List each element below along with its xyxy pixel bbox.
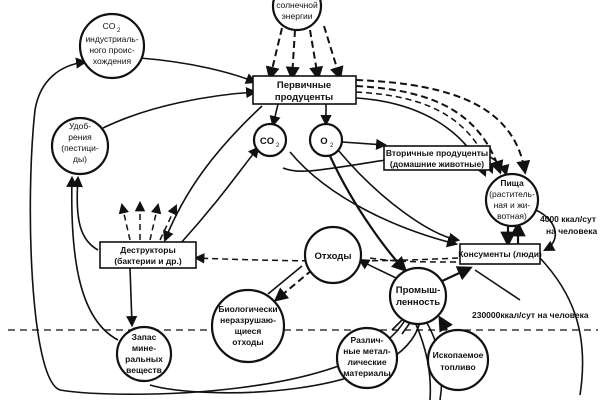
co2-label: CO: [260, 136, 274, 147]
fertilizers-label-line2: рения: [68, 132, 92, 142]
minerals-node: Запас мине- ральных веществ: [115, 325, 173, 383]
consumers-node: Консументы (люди): [458, 243, 542, 265]
industry-energy-annotation: 230000ккал/сут на человека: [472, 310, 589, 320]
food-label-line1: Пища: [500, 178, 524, 188]
fossil-fuel-label-line1: Ископаемое: [433, 350, 484, 360]
food-energy-annotation: 4000 ккал/сут на человека: [540, 214, 597, 236]
primary-producers-label-line2: продуценты: [275, 92, 333, 103]
food-label-line4: вотная): [497, 211, 527, 221]
metals-label-line2: ные метал-: [343, 346, 391, 356]
biological-waste-label-line4: отходы: [232, 337, 263, 347]
metals-label-line3: лические: [347, 357, 386, 367]
consumers-label: Консументы (люди): [458, 249, 542, 259]
sun-energy-label-line1: солнечной: [276, 0, 318, 10]
primary-producers-node: Первичные продуценты: [252, 75, 357, 105]
decomposers-node: Деструкторы (бактерии и др.): [99, 241, 197, 269]
decomposers-label-line1: Деструкторы: [120, 245, 175, 255]
industry-node: Промыш- ленность: [388, 266, 448, 326]
food-label-line3: ная и жи-: [494, 200, 531, 210]
food-energy-line1: 4000 ккал/сут: [540, 214, 596, 224]
minerals-label-line3: ральных: [125, 354, 163, 364]
waste-label: Отходы: [315, 251, 352, 262]
biological-waste-node: Биологически неразрушаю- щиеся отходы: [210, 288, 286, 364]
fossil-fuel-node: Ископаемое топливо: [426, 328, 490, 392]
industry-label-line1: Промыш-: [396, 285, 441, 296]
co2-subscript: 2: [276, 143, 280, 149]
metals-node: Различ- ные метал- лические материалы: [335, 326, 399, 390]
o2-label: O: [320, 136, 327, 147]
minerals-label-line4: веществ: [126, 365, 162, 375]
metals-label-line1: Различ-: [351, 335, 384, 345]
co2-industrial-label-line1: CO: [103, 21, 116, 31]
food-label-line2: (раститель-: [489, 189, 535, 199]
industry-label-line2: ленность: [396, 297, 440, 308]
minerals-label-line2: мине-: [132, 343, 156, 353]
waste-node: Отходы: [303, 225, 363, 285]
biological-waste-label-line3: щиеся: [235, 326, 262, 336]
metals-label-line4: материалы: [343, 368, 391, 378]
primary-producers-label-line1: Первичные: [277, 80, 331, 91]
secondary-producers-label-line1: Вторичные продуценты: [386, 148, 488, 158]
co2-industrial-label-line2: индустриаль-: [85, 34, 138, 44]
co2-industrial-subscript: 2: [117, 28, 121, 34]
minerals-label-line1: Запас: [132, 332, 157, 342]
decomposers-label-line2: (бактерии и др.): [114, 256, 181, 266]
fertilizers-label-line3: (пестици-: [61, 143, 99, 153]
fertilizers-node: Удоб- рения (пестици- ды): [50, 116, 110, 176]
o2-node: O 2: [308, 122, 344, 158]
co2-industrial-node: CO 2 индустриаль- ного проис- хождения: [78, 12, 146, 80]
food-node: Пища (раститель- ная и жи- вотная): [484, 172, 540, 228]
fertilizers-label-line4: ды): [73, 154, 87, 164]
co2-industrial-label-line3: ного проис-: [89, 45, 134, 55]
co2-node: CO 2: [252, 122, 288, 158]
food-energy-line2: на человека: [546, 226, 597, 236]
fossil-fuel-label-line2: топливо: [440, 362, 475, 372]
secondary-producers-label-line2: (домашние животные): [390, 159, 484, 169]
biological-waste-label-line1: Биологически: [218, 304, 277, 314]
biological-waste-label-line2: неразрушаю-: [220, 315, 276, 325]
fertilizers-label-line1: Удоб-: [69, 121, 91, 131]
sun-energy-label-line2: энергии: [281, 11, 312, 21]
sun-energy-node: солнечной энергии: [271, 0, 323, 32]
o2-subscript: 2: [330, 143, 334, 149]
co2-industrial-label-line4: хождения: [93, 56, 132, 66]
secondary-producers-node: Вторичные продуценты (домашние животные): [383, 145, 491, 171]
